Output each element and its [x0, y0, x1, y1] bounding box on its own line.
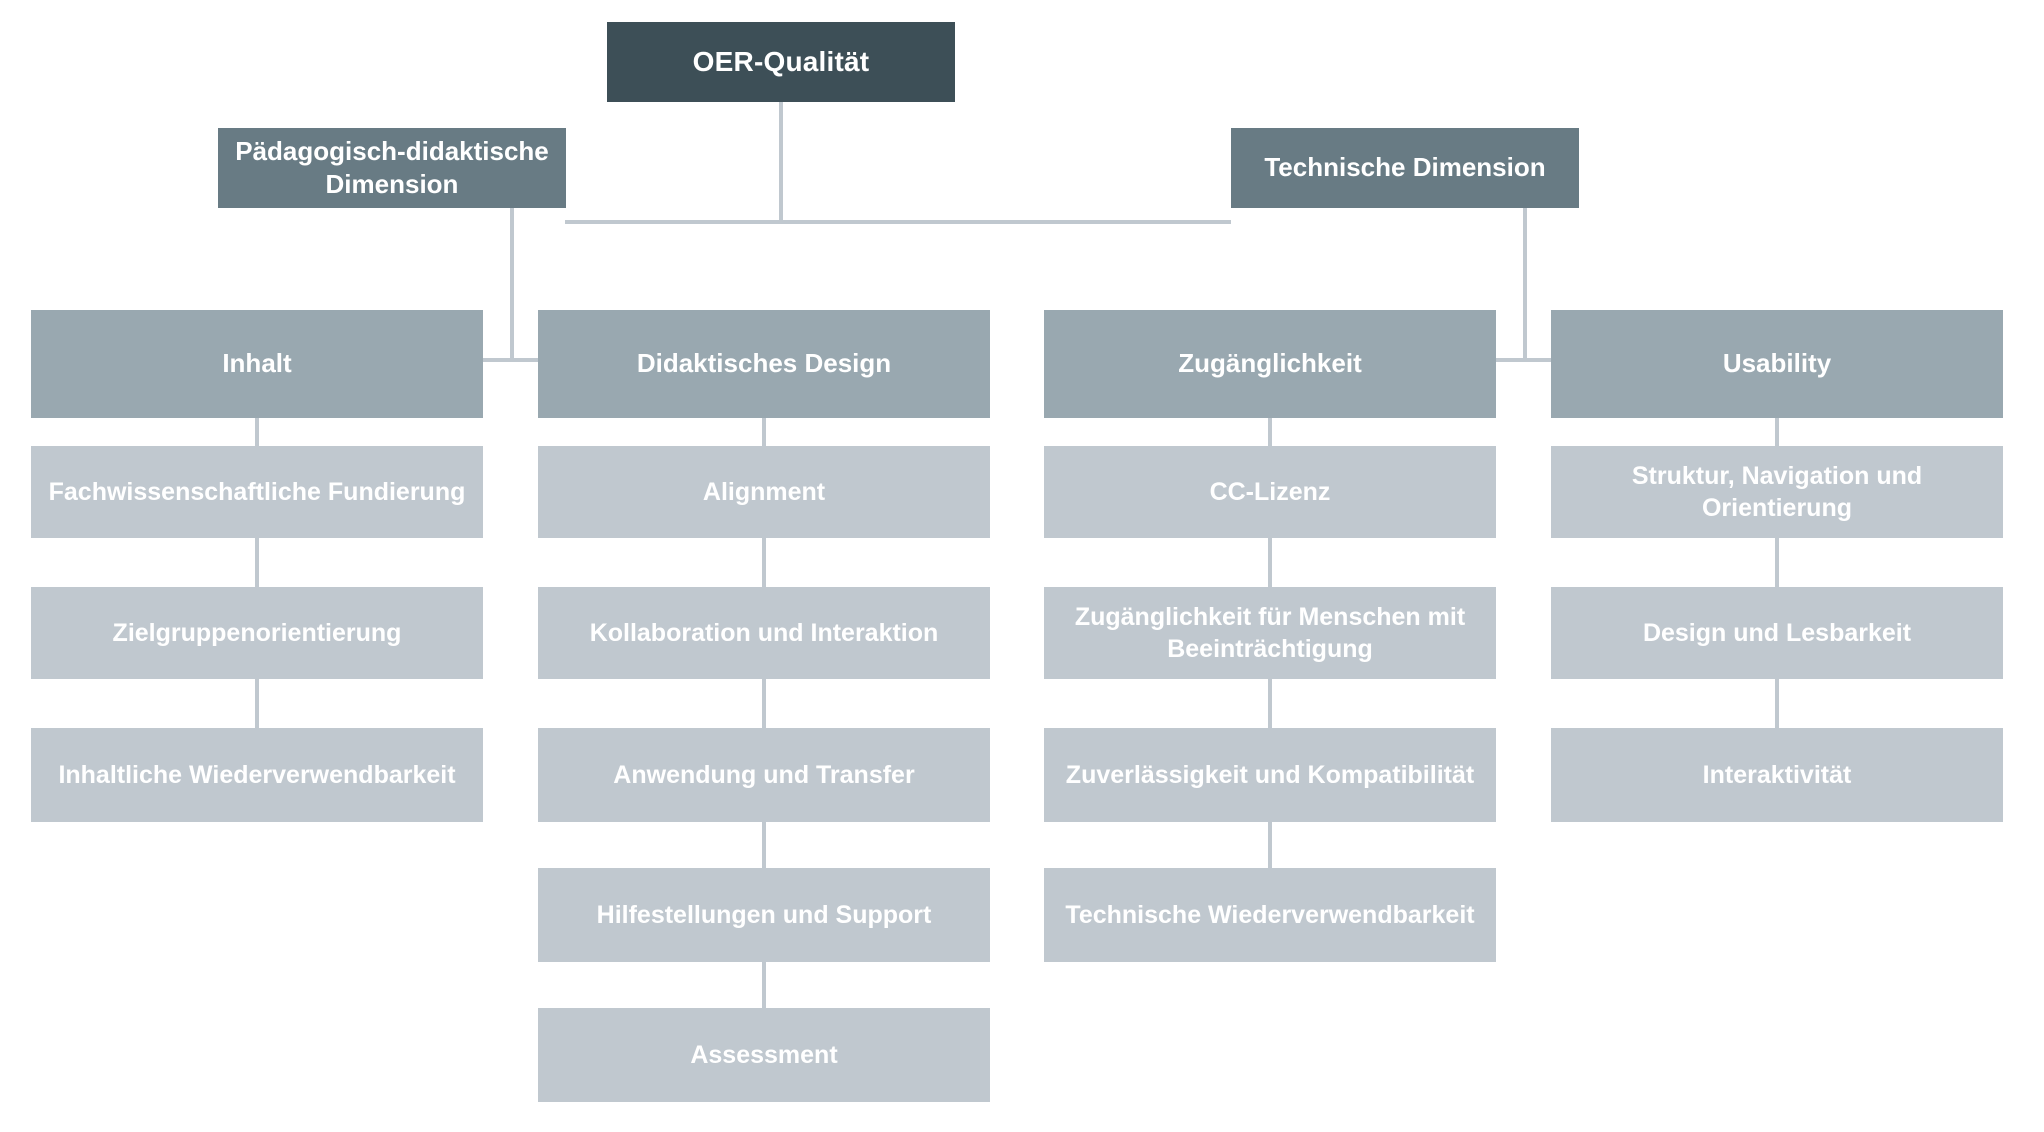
node-label: Zugänglichkeit — [1178, 348, 1362, 379]
node-zugaenglichkeit[interactable]: Zugänglichkeit — [1044, 310, 1496, 418]
node-label: Inhalt — [222, 348, 292, 379]
connector-paedagogische-bar — [483, 358, 539, 362]
node-label: Didaktisches Design — [636, 348, 892, 379]
node-label: Alignment — [702, 478, 826, 506]
node-label: Struktur, Navigation und Orientierung — [1631, 462, 1923, 522]
node-zuverlaessigkeit-und-kompatibilitaet[interactable]: Zuverlässigkeit und Kompatibilität — [1044, 728, 1496, 822]
node-design-und-lesbarkeit[interactable]: Design und Lesbarkeit — [1551, 587, 2003, 679]
node-zielgruppenorientierung[interactable]: Zielgruppenorientierung — [31, 587, 483, 679]
node-inhalt[interactable]: Inhalt — [31, 310, 483, 418]
connector-zugaenglichkeit-spine — [1268, 418, 1272, 960]
node-struktur-navigation-und-orientierung[interactable]: Struktur, Navigation und Orientierung — [1551, 446, 2003, 538]
node-label: Design und Lesbarkeit — [1642, 619, 1912, 647]
node-inhaltliche-wiederverwendbarkeit[interactable]: Inhaltliche Wiederverwendbarkeit — [31, 728, 483, 822]
node-zugaenglichkeit-fuer-menschen-mit-beeintraechtigung[interactable]: Zugänglichkeit für Menschen mit Beeinträ… — [1044, 587, 1496, 679]
node-usability[interactable]: Usability — [1551, 310, 2003, 418]
node-label: Anwendung und Transfer — [613, 761, 915, 789]
node-label: OER-Qualität — [692, 46, 870, 78]
connector-root-down — [779, 102, 783, 222]
node-label: Zielgruppenorientierung — [112, 619, 402, 647]
node-label: Zugänglichkeit für Menschen mit Beeinträ… — [1074, 603, 1466, 663]
connector-technische-bar — [1496, 358, 1553, 362]
connector-paedagogische-down — [510, 208, 514, 360]
node-anwendung-und-transfer[interactable]: Anwendung und Transfer — [538, 728, 990, 822]
node-technische-dimension[interactable]: Technische Dimension — [1231, 128, 1579, 208]
node-label: Technische Dimension — [1264, 152, 1546, 183]
node-hilfestellungen-und-support[interactable]: Hilfestellungen und Support — [538, 868, 990, 962]
node-oer-qualitaet[interactable]: OER-Qualität — [607, 22, 955, 102]
node-assessment[interactable]: Assessment — [538, 1008, 990, 1102]
node-label: Fachwissenschaftliche Fundierung — [48, 478, 466, 506]
node-label: Technische Wiederverwendbarkeit — [1065, 901, 1475, 929]
node-cc-lizenz[interactable]: CC-Lizenz — [1044, 446, 1496, 538]
node-label: Zuverlässigkeit und Kompatibilität — [1065, 761, 1475, 789]
connector-technische-down — [1523, 208, 1527, 360]
node-interaktivitaet[interactable]: Interaktivität — [1551, 728, 2003, 822]
node-label: Inhaltliche Wiederverwendbarkeit — [58, 761, 456, 789]
node-label: Interaktivität — [1702, 761, 1852, 789]
node-label: Assessment — [690, 1041, 838, 1069]
node-paedagogisch-didaktische-dimension[interactable]: Pädagogisch-didaktische Dimension — [218, 128, 566, 208]
node-label: Usability — [1722, 348, 1832, 379]
node-alignment[interactable]: Alignment — [538, 446, 990, 538]
node-label: CC-Lizenz — [1209, 478, 1331, 506]
node-kollaboration-und-interaktion[interactable]: Kollaboration und Interaktion — [538, 587, 990, 679]
node-label: Hilfestellungen und Support — [596, 901, 932, 929]
node-fachwissenschaftliche-fundierung[interactable]: Fachwissenschaftliche Fundierung — [31, 446, 483, 538]
node-label: Kollaboration und Interaktion — [589, 619, 939, 647]
connector-dimensions-bar — [565, 220, 1231, 224]
node-didaktisches-design[interactable]: Didaktisches Design — [538, 310, 990, 418]
node-label: Pädagogisch-didaktische Dimension — [235, 135, 549, 199]
node-technische-wiederverwendbarkeit[interactable]: Technische Wiederverwendbarkeit — [1044, 868, 1496, 962]
